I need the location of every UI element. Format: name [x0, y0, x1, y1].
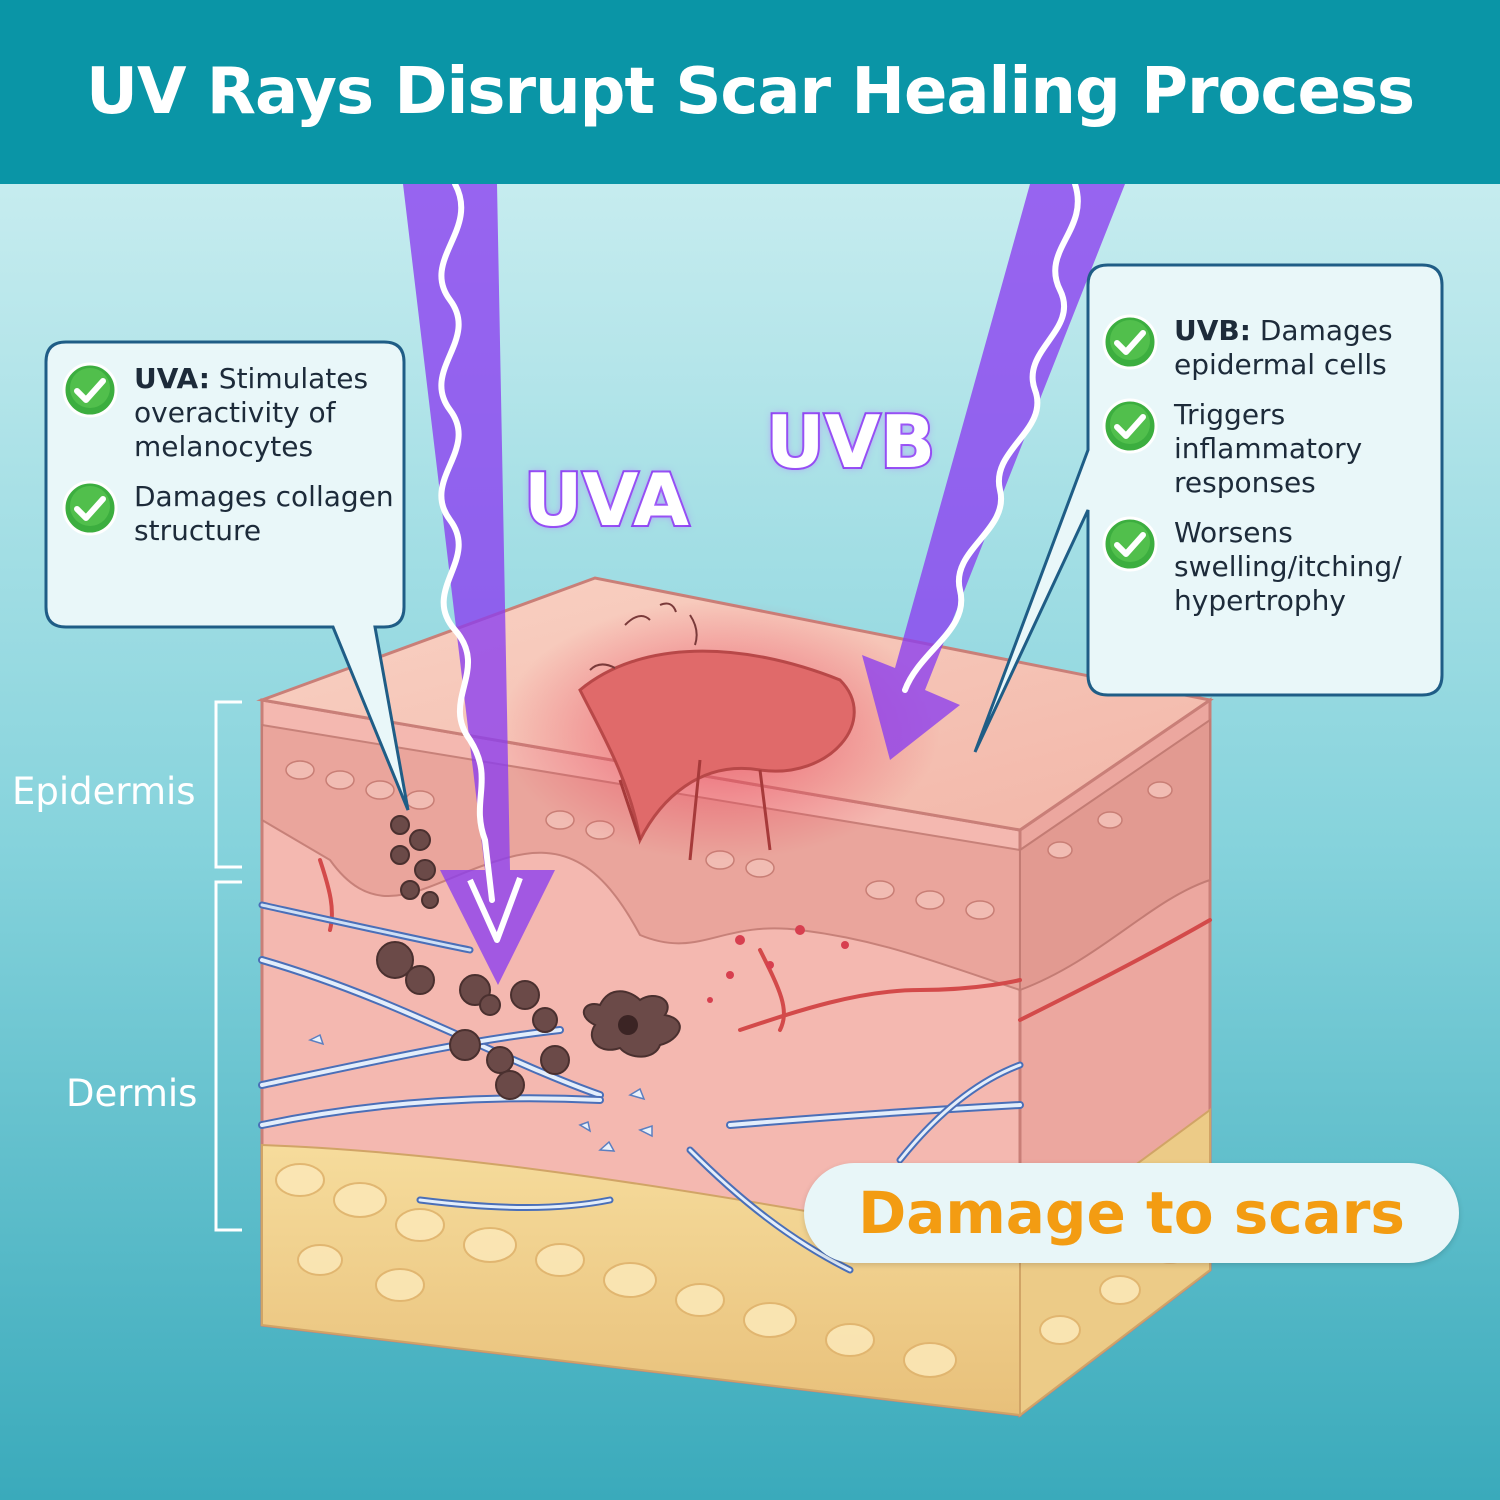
header-bar: UV Rays Disrupt Scar Healing Process	[0, 0, 1500, 184]
uva-callout-bubble	[44, 340, 410, 811]
uvb-callout-item: Triggers inflammatory responses	[1102, 398, 1432, 500]
check-circle-icon	[1102, 516, 1158, 572]
uvb-callout-bubble	[973, 263, 1444, 753]
check-circle-icon	[62, 480, 118, 536]
uvb-callout-body: Worsens swelling/itching/ hypertrophy	[1174, 516, 1402, 617]
damage-label: Damage to scars	[858, 1179, 1405, 1247]
uvb-ray-label: UVB	[764, 398, 937, 486]
uvb-callout-bold: UVB:	[1174, 314, 1251, 347]
layer-brackets	[214, 700, 242, 1232]
epidermis-label: Epidermis	[12, 770, 196, 813]
uvb-callout-item: Worsens swelling/itching/ hypertrophy	[1102, 516, 1432, 618]
check-circle-icon	[1102, 314, 1158, 370]
check-circle-icon	[62, 362, 118, 418]
uvb-callout-body: Damages epidermal cells	[1174, 314, 1393, 381]
page-title: UV Rays Disrupt Scar Healing Process	[85, 55, 1415, 129]
uva-callout-text: Damages collagen structure	[134, 480, 397, 548]
uva-callout-item: UVA: Stimulates overactivity of melanocy…	[62, 362, 397, 464]
uvb-callout-item: UVB: Damages epidermal cells	[1102, 314, 1432, 382]
uvb-callout-text: Triggers inflammatory responses	[1174, 398, 1432, 500]
wound	[578, 649, 856, 845]
damage-badge: Damage to scars	[804, 1163, 1459, 1263]
uva-ray	[403, 181, 555, 985]
uvb-callout-text: Worsens swelling/itching/ hypertrophy	[1174, 516, 1432, 618]
uvb-ray	[862, 181, 1125, 760]
uvb-callout-text: UVB: Damages epidermal cells	[1174, 314, 1432, 382]
uva-callout-bold: UVA:	[134, 362, 210, 395]
uva-callout-body: Damages collagen structure	[134, 480, 394, 547]
uva-callout-body: Stimulates overactivity of melanocytes	[134, 362, 369, 463]
uva-ray-label: UVA	[522, 456, 691, 544]
uva-callout: UVA: Stimulates overactivity of melanocy…	[62, 362, 397, 564]
check-circle-icon	[1102, 398, 1158, 454]
uva-callout-text: UVA: Stimulates overactivity of melanocy…	[134, 362, 397, 464]
dermis-label: Dermis	[66, 1072, 198, 1115]
uvb-callout-body: Triggers inflammatory responses	[1174, 398, 1363, 499]
uva-callout-item: Damages collagen structure	[62, 480, 397, 548]
